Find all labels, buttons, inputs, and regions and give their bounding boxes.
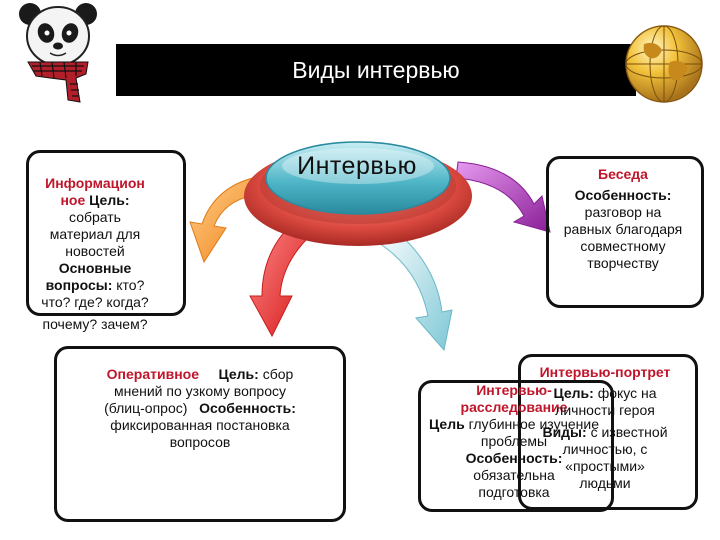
portrait-goal-1: фокус на: [597, 385, 657, 401]
hub-label: Интервью: [297, 152, 417, 180]
informational-goal-label: Цель:: [89, 192, 130, 208]
informational-text: Информацион ное Цель: собрать материал д…: [30, 175, 160, 333]
portrait-text: Интервью-портрет Цель: фокус на личности…: [520, 364, 690, 492]
portrait-kinds-label: Виды:: [542, 424, 587, 440]
operative-name: Оперативное: [106, 366, 200, 382]
informational-goal-2: материал для: [49, 226, 141, 242]
portrait-box: [518, 354, 698, 510]
conversation-text-2: равных благодаря: [563, 221, 683, 237]
informational-questions-3: почему? зачем?: [42, 316, 148, 332]
portrait-kinds-1: с известной: [590, 424, 668, 440]
informational-questions-1: кто?: [116, 277, 145, 293]
conversation-text: Беседа Особенность: разговор на равных б…: [552, 166, 694, 272]
operative-feature-1: фиксированная постановка: [110, 417, 290, 433]
portrait-kinds-2: личностью, с: [562, 441, 648, 457]
portrait-goal-label: Цель:: [553, 385, 594, 401]
informational-questions-2: что? где? когда?: [41, 294, 149, 310]
arrow-blue: [373, 225, 453, 352]
informational-box: [26, 150, 186, 316]
conversation-name: Беседа: [598, 166, 648, 182]
informational-goal-1: собрать: [69, 209, 121, 225]
investigation-goal-label: Цель: [429, 416, 465, 432]
portrait-goal-2: личности героя: [555, 402, 655, 418]
portrait-kinds-3: «простыми»: [565, 458, 645, 474]
operative-feature-label: Особенность:: [199, 400, 296, 416]
conversation-box: [546, 156, 704, 308]
investigation-feature-1: обязательна: [473, 467, 555, 483]
informational-questions-label-2: вопросы:: [45, 277, 113, 293]
portrait-kinds-4: людьми: [579, 475, 631, 491]
informational-goal-3: новостей: [65, 243, 125, 259]
title-bar: Виды интервью: [116, 44, 636, 96]
conversation-text-3: совместному: [580, 238, 666, 254]
operative-goal-2: мнений по узкому вопросу: [113, 383, 287, 399]
investigation-goal-2: проблемы: [480, 433, 548, 449]
investigation-feature-2: подготовка: [478, 484, 550, 500]
informational-name-1: Информацион: [45, 175, 145, 191]
conversation-feature-label: Особенность:: [574, 187, 672, 203]
arrow-red: [249, 219, 313, 338]
investigation-feature-label: Особенность:: [465, 450, 563, 466]
operative-feature-2: вопросов: [169, 434, 231, 450]
operative-text: Оперативное Цель: сбор мнений по узкому …: [78, 366, 322, 451]
investigation-text: Интервью-расследование Цель глубинное из…: [424, 382, 604, 501]
investigation-goal-1: глубинное изучение: [468, 416, 599, 432]
operative-goal-1: сбор: [262, 366, 294, 382]
operative-box: [54, 346, 346, 522]
investigation-box: [418, 380, 614, 512]
informational-questions-label-1: Основные: [58, 260, 132, 276]
operative-goal-3: (блиц-опрос): [104, 400, 188, 416]
conversation-text-1: разговор на: [584, 204, 662, 220]
globe-icon: [625, 25, 703, 103]
investigation-name: Интервью-расследование: [460, 382, 568, 415]
operative-goal-label: Цель:: [218, 366, 259, 382]
page-title: Виды интервью: [292, 56, 460, 83]
portrait-name: Интервью-портрет: [539, 364, 671, 380]
panda-scarf-icon: [19, 3, 97, 103]
conversation-text-4: творчеству: [587, 255, 659, 271]
informational-name-2: ное: [60, 192, 86, 208]
